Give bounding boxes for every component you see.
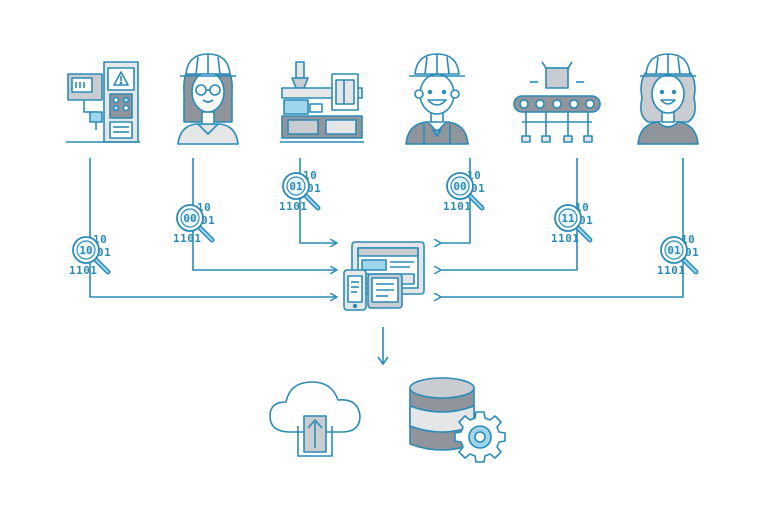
lens-digits: 00	[453, 180, 466, 193]
cloud-upload-icon	[269, 381, 361, 457]
male-engineer-icon	[405, 53, 469, 145]
multi-device-icon	[343, 241, 425, 311]
binary-mid: 01	[97, 246, 111, 259]
conveyor-icon	[513, 61, 601, 143]
binary-bottom: 1101	[173, 232, 202, 245]
binary-mid: 01	[685, 246, 699, 259]
lens-digits: 10	[79, 244, 92, 257]
molding-machine-icon	[280, 61, 364, 143]
connector-female-worker	[440, 158, 684, 297]
magnifier-lens	[76, 240, 96, 260]
binary-mid: 01	[201, 214, 215, 227]
control-panel-icon	[66, 61, 140, 143]
magnifier-handle-inner	[199, 227, 213, 241]
magnifier-lens	[450, 176, 470, 196]
binary-bottom: 1101	[551, 232, 580, 245]
data-badges: 1001110110100111010010011101011001110100…	[69, 169, 699, 277]
arrow-down-head	[377, 356, 389, 366]
lens-digits: 01	[289, 180, 303, 193]
magnifier-handle-inner	[95, 259, 109, 273]
connector-conveyor	[440, 158, 578, 270]
binary-mid: 01	[307, 182, 321, 195]
binary-bottom: 1101	[443, 200, 472, 213]
female-worker-icon	[637, 53, 699, 145]
binary-mid: 01	[471, 182, 485, 195]
connector-control-panel	[89, 158, 336, 297]
binary-mid: 01	[579, 214, 593, 227]
magnifier-handle-inner	[305, 195, 319, 209]
lens-digits: 01	[667, 244, 681, 257]
binary-bottom: 1101	[279, 200, 308, 213]
binary-bottom: 1101	[657, 264, 686, 277]
magnifier-lens	[180, 208, 200, 228]
magnifier-handle-inner	[683, 259, 697, 273]
magnifier-handle-inner	[577, 227, 591, 241]
binary-bottom: 1101	[69, 264, 98, 277]
magnifier-lens	[664, 240, 684, 260]
lens-digits: 00	[183, 212, 196, 225]
female-engineer-icon	[177, 53, 239, 145]
lens-digits: 11	[561, 212, 575, 225]
magnifier-lens	[286, 176, 306, 196]
magnifier-lens	[558, 208, 578, 228]
database-settings-icon	[409, 377, 506, 463]
connector-female-engineer	[192, 158, 336, 270]
magnifier-handle-inner	[469, 195, 483, 209]
